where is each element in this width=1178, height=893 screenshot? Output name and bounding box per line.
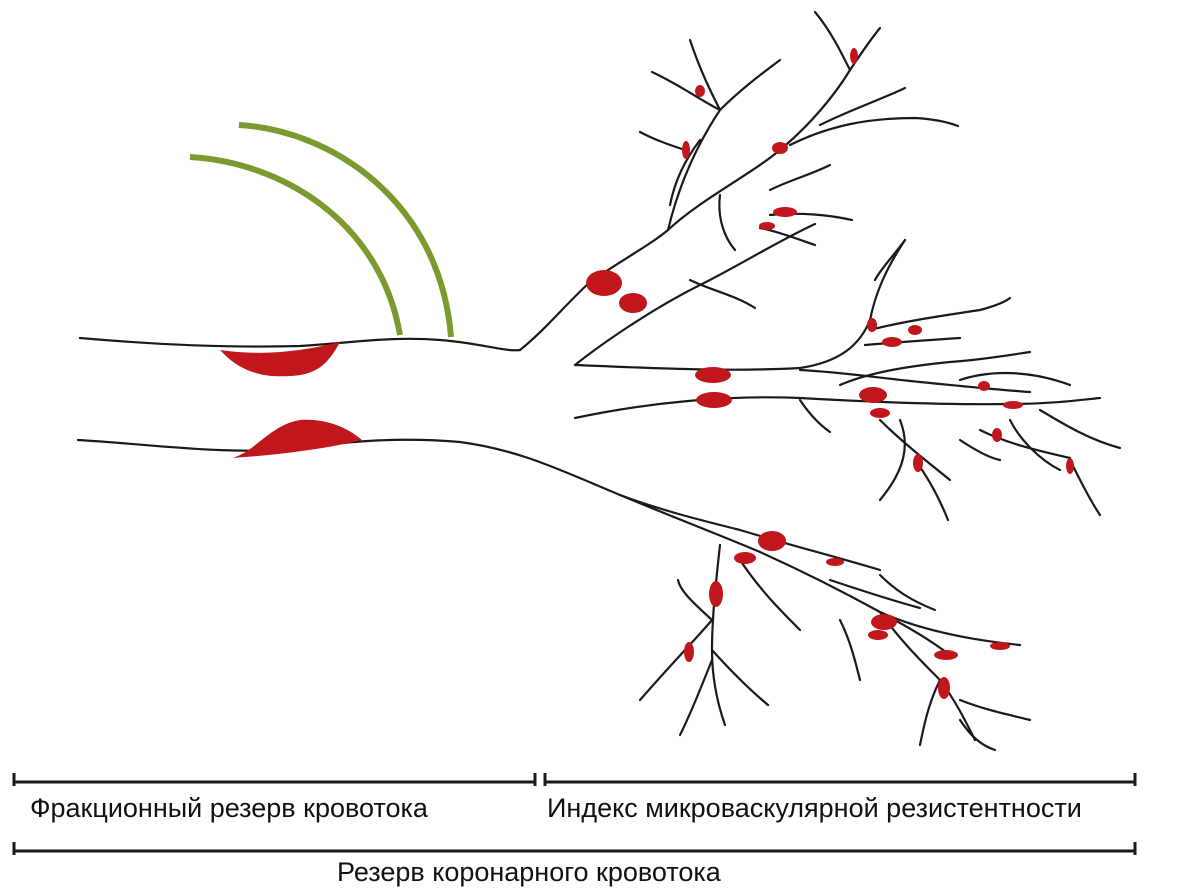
micro-plaque xyxy=(870,408,890,418)
micro-plaque xyxy=(772,142,788,154)
micro-plaque xyxy=(709,581,723,607)
micro-plaque xyxy=(696,392,732,408)
lower-twig-4 xyxy=(680,660,712,735)
micro-plaque xyxy=(934,650,958,660)
middle-twig-10 xyxy=(960,440,1000,460)
micro-plaque xyxy=(859,387,887,403)
upper-twig-9 xyxy=(770,165,830,190)
ffr-label: Фракционный резерв кровотока xyxy=(30,792,428,824)
lower-twig-2 xyxy=(678,580,712,620)
guidewire-outer xyxy=(239,125,451,337)
upper-twig-1 xyxy=(690,40,720,110)
micro-plaque xyxy=(695,367,731,383)
main-artery-lower-wall xyxy=(78,440,760,552)
middle-branch-3 xyxy=(870,298,1010,330)
middle-branch-5 xyxy=(840,352,1030,385)
ffr-bracket xyxy=(14,773,535,786)
micro-plaque xyxy=(695,85,705,97)
upper-twig-5 xyxy=(815,12,850,70)
middle-twig-8 xyxy=(1070,460,1100,515)
lower-twig-8 xyxy=(960,720,995,750)
middle-twig-5 xyxy=(1040,410,1120,448)
lower-branch-5 xyxy=(830,580,920,608)
lower-branch-1 xyxy=(712,545,725,725)
micro-plaque xyxy=(913,454,923,472)
micro-plaque xyxy=(586,270,622,296)
micro-plaque xyxy=(978,381,990,391)
cfr-bracket xyxy=(14,842,1135,855)
micro-plaque xyxy=(882,337,902,347)
lower-twig-5 xyxy=(840,620,860,680)
micro-plaque xyxy=(908,325,922,335)
lower-branch-2 xyxy=(740,560,800,630)
middle-trunk-lower xyxy=(575,397,1100,418)
imr-bracket xyxy=(545,773,1135,786)
middle-twig-9 xyxy=(800,400,830,432)
micro-plaque xyxy=(868,630,888,640)
coronary-vessel-tree xyxy=(78,12,1120,750)
lower-twig-6 xyxy=(920,680,940,745)
micro-plaque xyxy=(850,48,858,64)
imr-label: Индекс микроваскулярной резистентности xyxy=(547,792,1082,824)
micro-plaque xyxy=(990,642,1010,650)
upper-branch-2 xyxy=(668,70,850,230)
guidewire-inner xyxy=(190,157,400,335)
middle-branch-6 xyxy=(960,373,1070,385)
upper-twig-7 xyxy=(790,118,958,145)
micro-plaque xyxy=(682,141,690,159)
middle-branch-4 xyxy=(865,338,960,345)
upper-twig-13 xyxy=(690,280,755,308)
micro-plaque xyxy=(938,677,950,699)
micro-plaque xyxy=(1003,401,1023,409)
main-artery-upper-wall xyxy=(80,338,520,350)
micro-plaque xyxy=(759,222,775,230)
plaques xyxy=(220,48,1074,699)
cfr-label: Резерв коронарного кровотока xyxy=(337,856,721,888)
lower-twig-7 xyxy=(960,700,1030,720)
lower-twig-3 xyxy=(712,650,768,705)
epicardial-plaque-lower xyxy=(232,420,362,458)
micro-plaque xyxy=(758,531,786,551)
middle-trunk-upper xyxy=(575,320,870,370)
upper-twig-12 xyxy=(719,195,735,250)
middle-twig-1 xyxy=(875,240,905,280)
micro-plaque xyxy=(867,318,877,332)
micro-plaque xyxy=(773,207,797,217)
micro-plaque xyxy=(1066,458,1074,474)
micro-plaque xyxy=(684,642,694,662)
upper-twig-11 xyxy=(760,228,815,245)
micro-plaque xyxy=(992,428,1002,442)
micro-plaque xyxy=(619,293,647,313)
micro-plaque xyxy=(734,552,756,564)
upper-twig-4 xyxy=(640,132,685,150)
micro-plaque xyxy=(871,614,897,630)
micro-plaque xyxy=(826,558,844,566)
middle-twig-3 xyxy=(880,420,950,480)
